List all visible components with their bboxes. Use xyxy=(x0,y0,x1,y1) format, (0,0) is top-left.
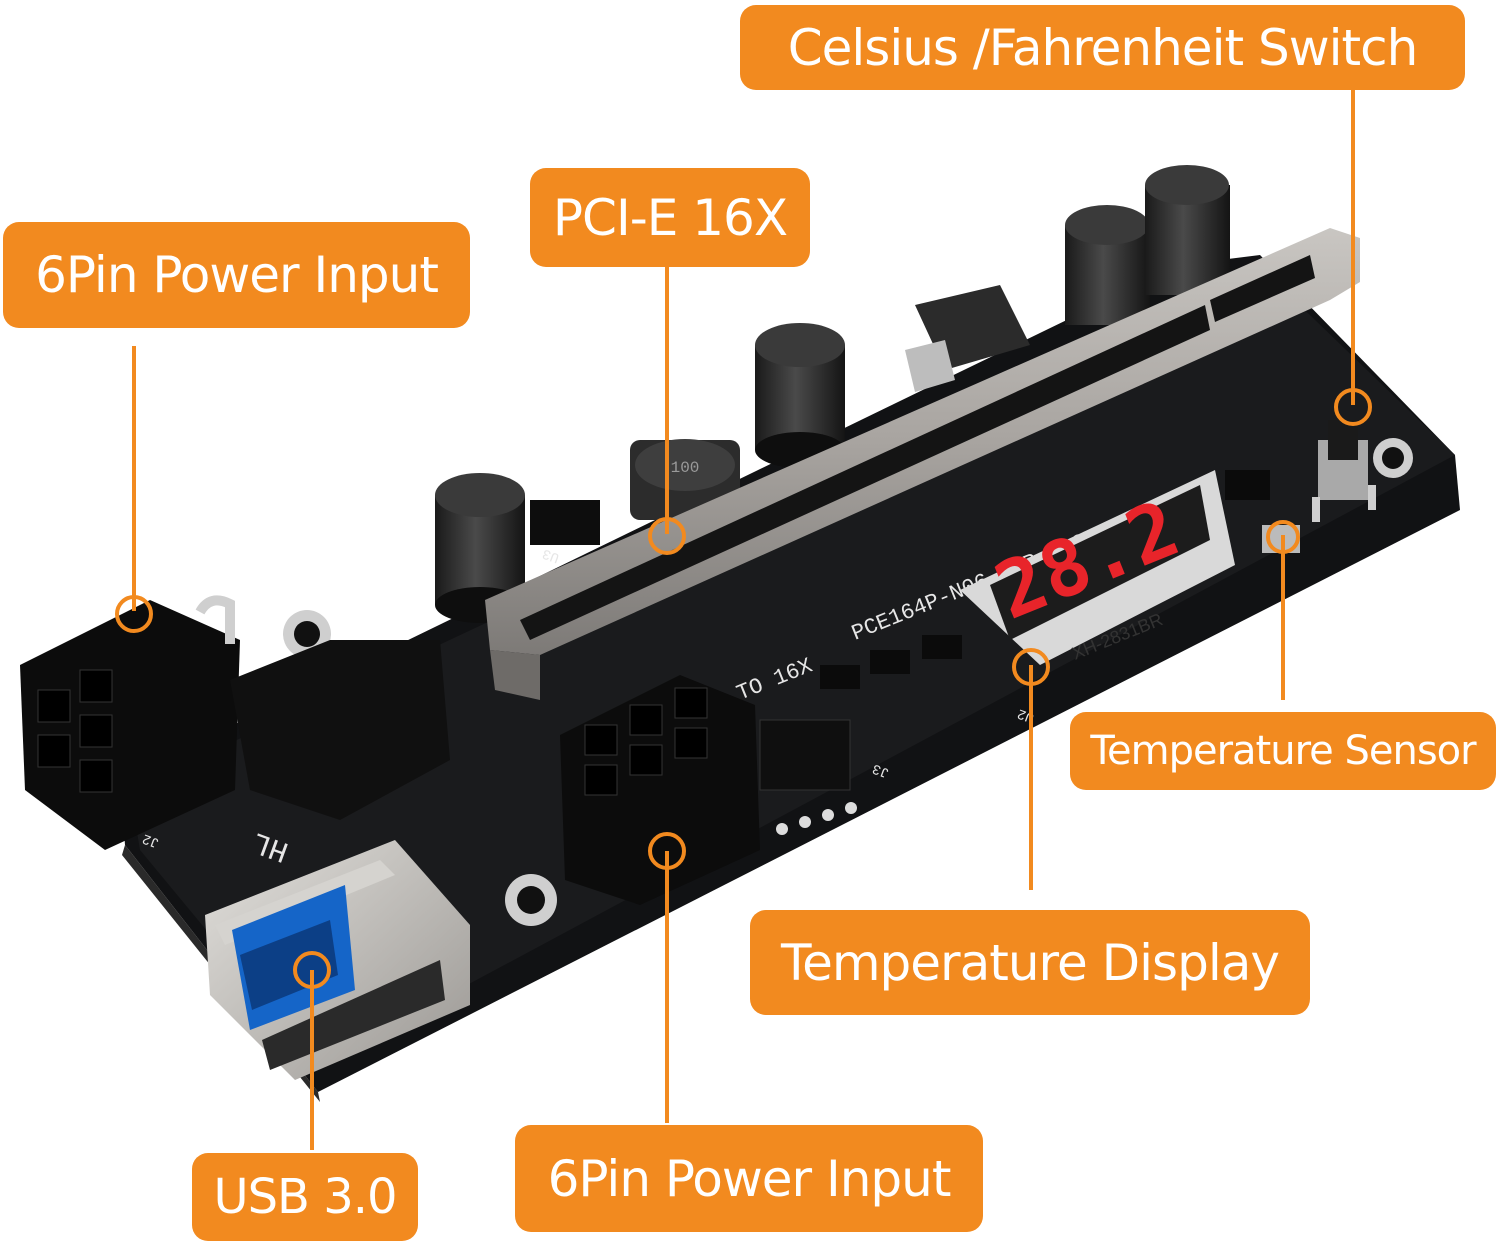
power-input-bottom-marker xyxy=(648,832,686,870)
pcie-marker xyxy=(648,517,686,555)
inductor-label: 100 xyxy=(671,459,700,477)
callout-pcie-16x: PCI-E 16X xyxy=(530,168,810,267)
silk-j3: J3 xyxy=(870,760,891,781)
callout-celsius-fahrenheit-switch-text: Celsius /Fahrenheit Switch xyxy=(787,18,1419,77)
silk-j2: J2 xyxy=(140,830,161,851)
callout-temperature-sensor: Temperature Sensor xyxy=(1070,712,1496,790)
callout-temperature-display: Temperature Display xyxy=(750,910,1310,1015)
power-connector-left xyxy=(20,595,450,850)
callout-usb-text: USB 3.0 xyxy=(213,1169,397,1225)
usb-port xyxy=(205,840,470,1080)
display-marker xyxy=(1012,648,1050,686)
callout-temperature-sensor-text: Temperature Sensor xyxy=(1090,728,1476,774)
callout-leaders xyxy=(115,90,1372,1150)
callout-power-input-top-text: 6Pin Power Input xyxy=(35,246,439,304)
callout-power-input-top: 6Pin Power Input xyxy=(3,222,470,328)
sensor-marker xyxy=(1266,520,1300,554)
power-input-top-marker xyxy=(115,595,153,633)
pcie-slot xyxy=(485,228,1360,700)
callout-usb: USB 3.0 xyxy=(192,1153,418,1241)
silk-u3: U3 xyxy=(540,545,561,566)
callout-pcie-16x-text: PCI-E 16X xyxy=(552,188,788,247)
callout-celsius-fahrenheit-switch: Celsius /Fahrenheit Switch xyxy=(740,5,1465,90)
capacitors xyxy=(435,165,1230,623)
callout-temperature-display-text: Temperature Display xyxy=(781,933,1280,992)
switch-marker xyxy=(1334,388,1372,426)
callout-power-input-bottom: 6Pin Power Input xyxy=(515,1125,983,1232)
celsius-fahrenheit-switch[interactable] xyxy=(1312,420,1376,522)
usb-marker xyxy=(293,951,331,989)
power-connector-bottom xyxy=(560,675,760,905)
callout-power-input-bottom-text: 6Pin Power Input xyxy=(547,1149,952,1208)
voltage-regulator xyxy=(905,285,1030,392)
small-components xyxy=(530,470,1270,835)
